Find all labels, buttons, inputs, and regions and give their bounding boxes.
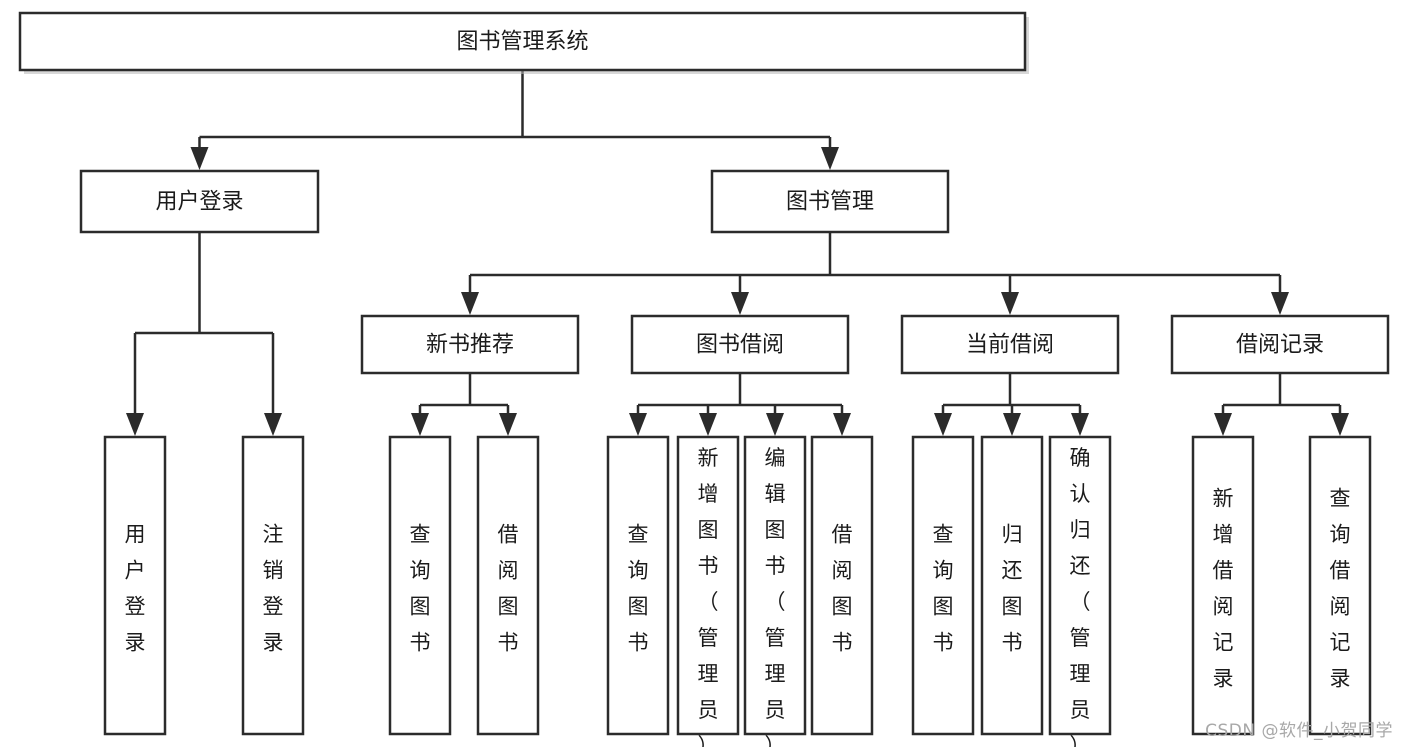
arrow-head-icon <box>1003 413 1021 436</box>
node-leaf-user-login[interactable]: 用户登录 <box>103 435 167 736</box>
node-label: 新书推荐 <box>426 333 514 358</box>
node-label: 确认归还（管理员） <box>1070 446 1091 747</box>
node-new-book-recommend[interactable]: 新书推荐 <box>360 314 580 375</box>
node-box[interactable] <box>710 169 950 234</box>
arrow-head-icon <box>1214 413 1232 436</box>
connector-group-current-borrow <box>934 373 1089 436</box>
node-leaf-query-book-1[interactable]: 查询图书 <box>388 435 452 736</box>
arrow-head-icon <box>934 413 952 436</box>
node-box[interactable] <box>1048 435 1112 736</box>
node-box[interactable] <box>980 435 1044 736</box>
arrow-head-icon <box>1001 292 1019 315</box>
node-box[interactable] <box>476 435 540 736</box>
node-label: 新增图书（管理员） <box>698 446 719 747</box>
arrow-head-icon <box>833 413 851 436</box>
node-label: 查询图书 <box>628 523 649 655</box>
node-box[interactable] <box>810 435 874 736</box>
node-box[interactable] <box>79 169 320 234</box>
node-leaf-borrow-book-1[interactable]: 借阅图书 <box>476 435 540 736</box>
connector-group-book-management <box>461 232 1289 315</box>
node-layer: 图书管理系统用户登录图书管理新书推荐图书借阅当前借阅借阅记录用户登录注销登录查询… <box>18 11 1390 747</box>
node-box[interactable] <box>103 435 167 736</box>
node-leaf-query-book-3[interactable]: 查询图书 <box>911 435 975 736</box>
node-box[interactable] <box>911 435 975 736</box>
node-box[interactable] <box>630 314 850 375</box>
node-leaf-query-book-2[interactable]: 查询图书 <box>606 435 670 736</box>
node-label: 注销登录 <box>263 523 284 655</box>
node-box[interactable] <box>900 314 1120 375</box>
node-user-login[interactable]: 用户登录 <box>79 169 320 234</box>
arrow-head-icon <box>1331 413 1349 436</box>
node-leaf-query-record[interactable]: 查询借阅记录 <box>1308 435 1372 736</box>
arrow-head-icon <box>766 413 784 436</box>
connector-group-root <box>190 70 839 170</box>
node-box[interactable] <box>606 435 670 736</box>
node-label: 用户登录 <box>125 523 146 655</box>
arrow-head-icon <box>499 413 517 436</box>
node-label: 借阅图书 <box>498 523 519 655</box>
connector-group-user-login <box>126 232 282 436</box>
connector-group-borrow-record <box>1214 373 1349 436</box>
node-label: 图书管理 <box>786 190 874 215</box>
node-box[interactable] <box>1170 314 1390 375</box>
arrow-head-icon <box>264 413 282 436</box>
node-box[interactable] <box>1191 435 1255 736</box>
node-label: 用户登录 <box>155 190 243 215</box>
node-leaf-add-record[interactable]: 新增借阅记录 <box>1191 435 1255 736</box>
node-box[interactable] <box>241 435 305 736</box>
node-box[interactable] <box>388 435 452 736</box>
node-label: 借阅记录 <box>1236 333 1324 358</box>
node-leaf-borrow-book-2[interactable]: 借阅图书 <box>810 435 874 736</box>
node-leaf-add-book[interactable]: 新增图书（管理员） <box>676 435 740 747</box>
node-leaf-logout[interactable]: 注销登录 <box>241 435 305 736</box>
node-book-borrow[interactable]: 图书借阅 <box>630 314 850 375</box>
node-leaf-confirm-return[interactable]: 确认归还（管理员） <box>1048 435 1112 747</box>
node-label: 新增借阅记录 <box>1213 487 1234 691</box>
arrow-head-icon <box>1271 292 1289 315</box>
node-label: 归还图书 <box>1002 523 1023 655</box>
node-book-management[interactable]: 图书管理 <box>710 169 950 234</box>
arrow-head-icon <box>411 413 429 436</box>
node-box[interactable] <box>360 314 580 375</box>
node-label: 查询图书 <box>933 523 954 655</box>
node-borrow-record[interactable]: 借阅记录 <box>1170 314 1390 375</box>
node-label: 编辑图书（管理员） <box>765 446 786 747</box>
arrow-head-icon <box>461 292 479 315</box>
arrow-head-icon <box>1071 413 1089 436</box>
node-label: 图书管理系统 <box>456 30 588 55</box>
node-box[interactable] <box>676 435 740 736</box>
node-label: 当前借阅 <box>966 333 1054 358</box>
node-current-borrow[interactable]: 当前借阅 <box>900 314 1120 375</box>
node-leaf-return-book[interactable]: 归还图书 <box>980 435 1044 736</box>
arrow-head-icon <box>821 147 839 170</box>
connector-layer <box>126 70 1349 436</box>
connector-group-book-borrow <box>629 373 851 436</box>
node-leaf-edit-book[interactable]: 编辑图书（管理员） <box>743 435 807 747</box>
arrow-head-icon <box>629 413 647 436</box>
node-root[interactable]: 图书管理系统 <box>18 11 1029 74</box>
csdn-watermark: CSDN @软件_小贺同学 <box>1205 721 1393 741</box>
node-label: 查询图书 <box>410 523 431 655</box>
connector-group-new-book-recommend <box>411 373 517 436</box>
node-label: 查询借阅记录 <box>1330 487 1351 691</box>
node-box[interactable] <box>743 435 807 736</box>
arrow-head-icon <box>731 292 749 315</box>
arrow-head-icon <box>126 413 144 436</box>
node-label: 图书借阅 <box>696 333 784 358</box>
node-box[interactable] <box>18 11 1027 72</box>
arrow-head-icon <box>190 147 209 170</box>
node-box[interactable] <box>1308 435 1372 736</box>
arrow-head-icon <box>699 413 717 436</box>
node-label: 借阅图书 <box>832 523 853 655</box>
